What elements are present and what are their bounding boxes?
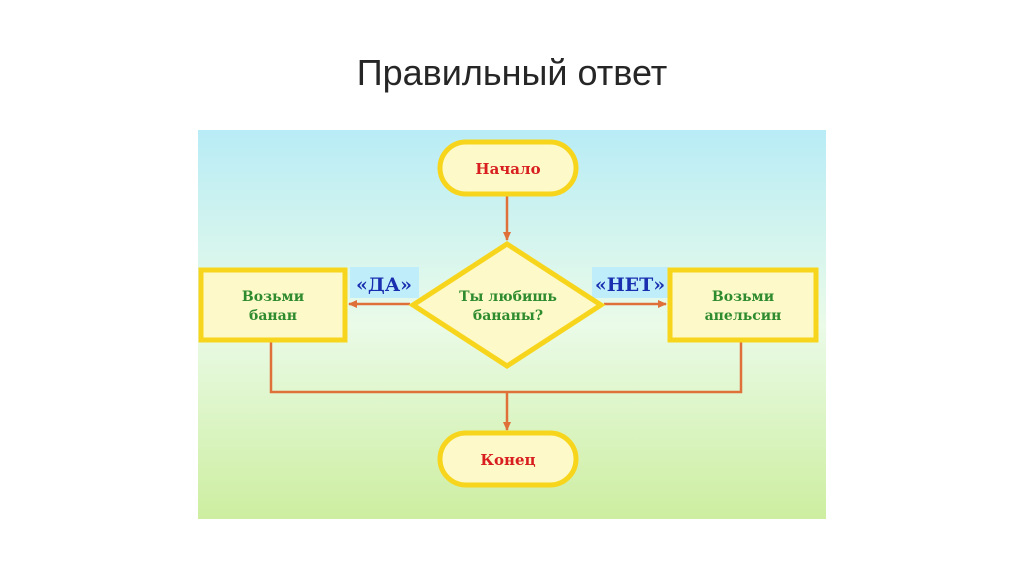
no-action-line1: Возьми [712,289,774,305]
yes-label-bg [350,267,419,298]
no-label-bg [592,267,668,298]
decision-text-line2: бананы? [473,308,543,324]
end-text: Конец [480,451,535,469]
yes-action-line1: Возьми [242,289,304,305]
no-label: «НЕТ» [595,274,665,296]
end-terminal [437,430,579,488]
start-terminal [437,139,579,197]
yes-label: «ДА» [356,274,412,296]
decision-text-line1: Ты любишь [459,289,557,305]
no-action-box [667,267,819,343]
yes-action-line2: банан [249,308,297,324]
no-action-line2: апельсин [705,308,782,324]
decision-diamond [408,241,606,369]
slide-title: Правильный ответ [356,52,668,93]
start-text: Начало [475,160,540,178]
yes-action-box [198,267,348,343]
